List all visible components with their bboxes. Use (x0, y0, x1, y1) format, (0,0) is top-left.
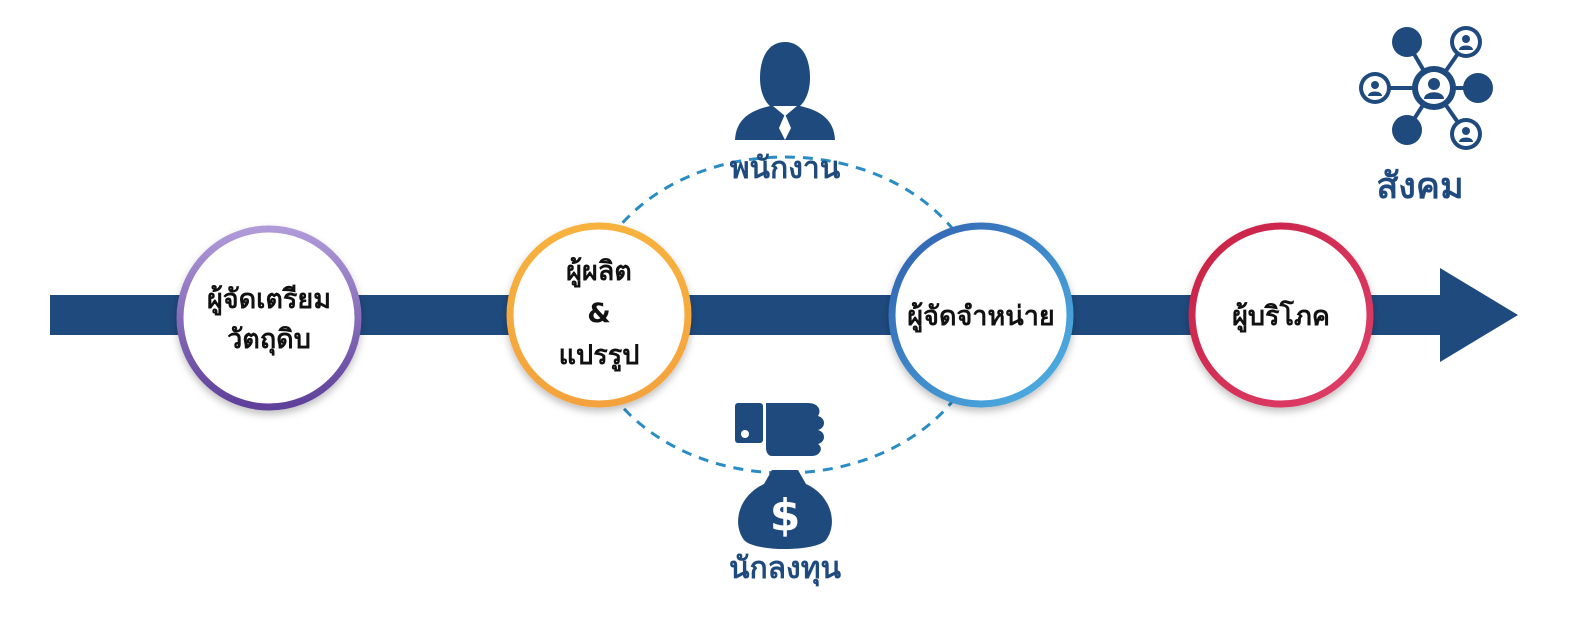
node-producer (506, 222, 692, 408)
node-distributor-label: ผู้จัดจำหน่าย (907, 301, 1054, 333)
node-distributor (888, 222, 1074, 408)
node-consumer (1188, 222, 1374, 408)
node-raw-materials-label-line2: วัตถุดิบ (227, 324, 311, 356)
society-label: สังคม (1376, 166, 1463, 207)
investor-label: นักลงทุน (729, 551, 841, 587)
node-raw-materials (176, 225, 362, 411)
businessman-icon (735, 42, 835, 140)
node-raw-materials-label-line1: ผู้จัดเตรียม (207, 284, 331, 316)
svg-text:$: $ (770, 490, 801, 541)
node-producer-label-line1: ผู้ผลิต (566, 256, 632, 288)
money-bag-hand-icon: $ (735, 403, 832, 549)
node-producer-label-line2: & (587, 298, 611, 329)
node-producer-label-line3: แปรรูป (559, 340, 640, 372)
employee-label: พนักงาน (730, 151, 841, 186)
social-network-icon (1359, 26, 1493, 150)
node-consumer-label: ผู้บริโภค (1232, 299, 1330, 333)
